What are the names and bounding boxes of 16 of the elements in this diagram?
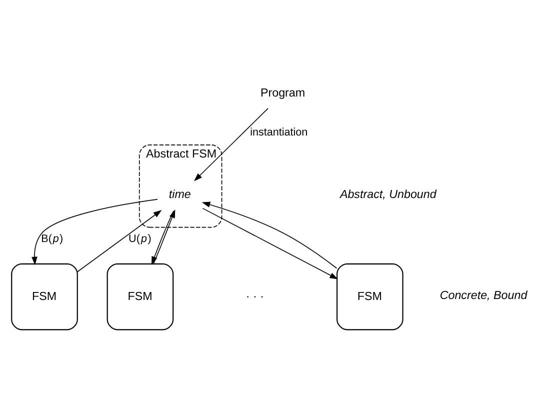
- edge-label: instantiation: [250, 126, 308, 138]
- node-text: Program: [260, 86, 306, 100]
- arrow: [194, 108, 268, 182]
- node-text: time: [168, 188, 191, 201]
- arrow: [202, 208, 338, 280]
- edge-label: B(p): [41, 232, 64, 245]
- node-box: FSM: [336, 263, 404, 330]
- arrow: [32, 198, 158, 266]
- label: Concrete, Bound: [440, 289, 528, 302]
- node-box: FSM: [11, 263, 78, 330]
- label: · · ·: [246, 290, 264, 303]
- edge-label: U(p): [128, 232, 152, 245]
- arrow: [202, 202, 338, 269]
- node-box: FSM: [106, 263, 174, 330]
- arrow: [77, 210, 162, 272]
- label: Abstract, Unbound: [340, 188, 436, 201]
